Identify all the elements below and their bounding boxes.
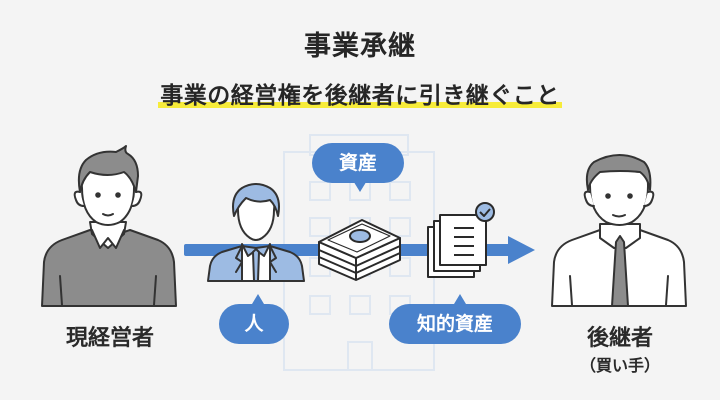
money-stack-icon [318,219,401,281]
businessman-sweater-icon [41,145,177,307]
bubble-assets: 資産 [312,143,404,183]
employee-icon [207,183,305,282]
bubble-people: 人 [219,304,289,344]
current-owner-label: 現経営者 [65,326,154,351]
successor-sublabel: （買い手） [579,356,660,375]
businessman-tie-icon [551,154,687,307]
page-title: 事業承継 [304,31,416,62]
bubble-intellectual-assets: 知的資産 [389,304,521,344]
bubble-pointer-up [252,294,264,304]
bubble-pointer-up [454,294,466,304]
subtitle-highlight [158,102,562,108]
subtitle: 事業の経営権を後継者に引き継ぐこと [158,76,562,110]
subtitle-container: 事業の経営権を後継者に引き継ぐこと [0,76,720,110]
successor-label: 後継者 [586,326,653,351]
subtitle-text: 事業の経営権を後継者に引き継ぐこと [160,83,560,109]
documents-check-icon [427,202,495,278]
